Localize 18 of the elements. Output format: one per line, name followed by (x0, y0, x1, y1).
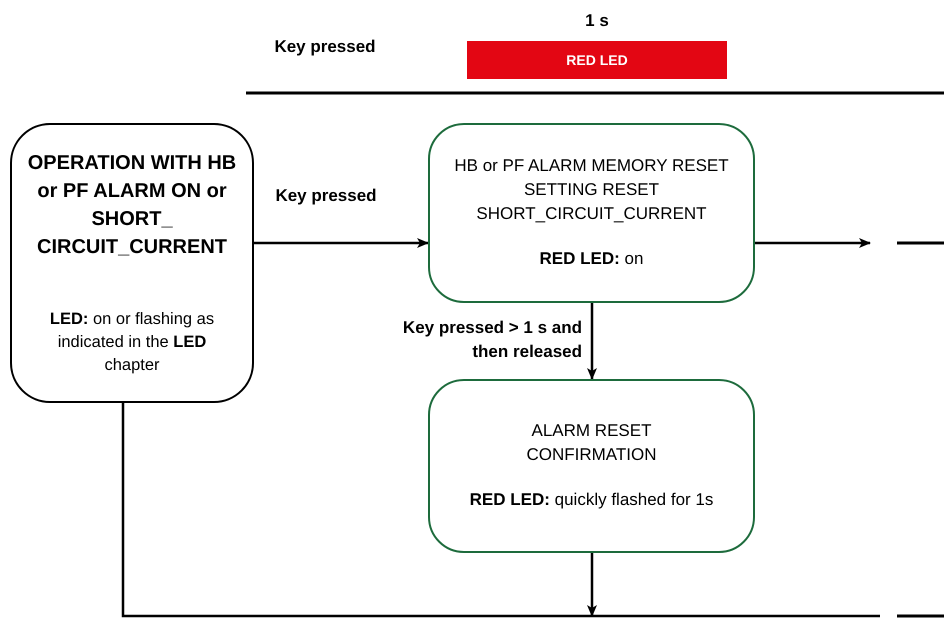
bar-label: RED LED (566, 50, 628, 70)
state-note: RED LED: quickly flashed for 1s (470, 489, 714, 512)
led-bar (467, 41, 727, 79)
state-title: HB or PF ALARM MEMORY RESET SETTING RESET SHORT_CIRCUIT_CURRENT (453, 155, 730, 226)
arrow (587, 303, 597, 380)
state-note: RED LED: on (540, 248, 644, 270)
connector-line (122, 403, 880, 618)
state-title: OPERATION WITH HB or PF ALARM ON or SHORT_ CIRCUIT_CURRENT (26, 151, 238, 260)
state-box (10, 123, 254, 403)
arrow (755, 238, 871, 248)
state-note: LED: on or flashing as indicated in the LED chapter (48, 309, 216, 376)
state-box (428, 123, 755, 303)
arrow (587, 553, 597, 617)
event-label: Key pressed (273, 36, 377, 58)
state-box (428, 379, 755, 553)
arrow (254, 238, 429, 248)
duration-label: 1 s (584, 10, 610, 32)
state-title: ALARM RESET CONFIRMATION (525, 420, 658, 466)
